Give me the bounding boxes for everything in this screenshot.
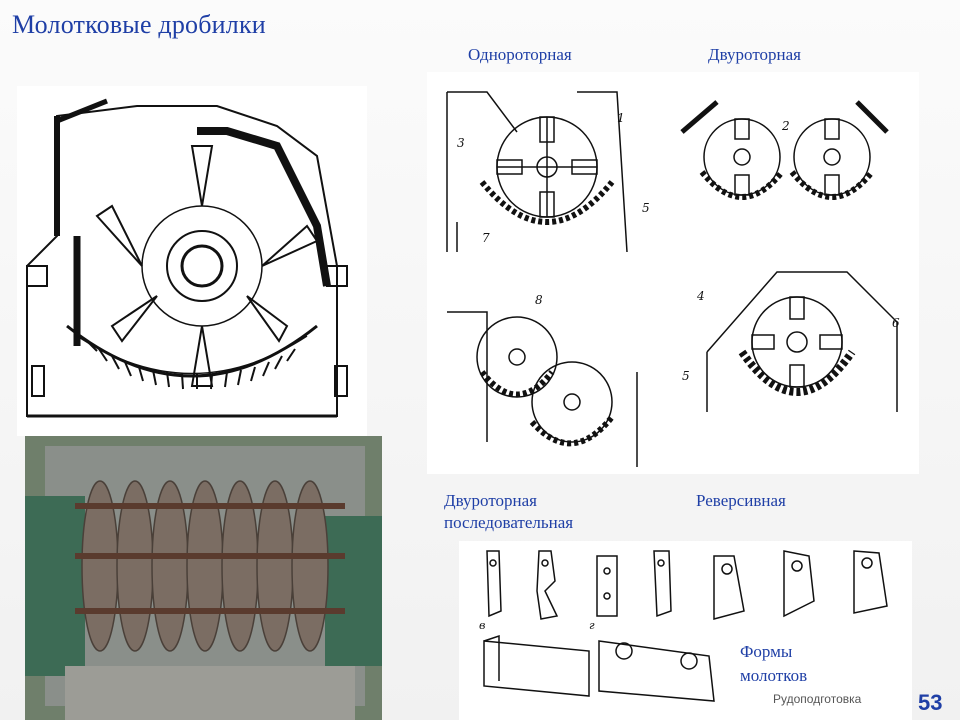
caption-single-rotor: Однороторная (468, 45, 572, 64)
label-reversible-4: 4 (696, 289, 705, 303)
hammer-forms-line2: молотков (740, 666, 808, 685)
caption-reversible: Реверсивная (696, 491, 786, 510)
label-double-2: 2 (781, 119, 790, 133)
hammer-label-v: в (479, 619, 485, 632)
label-single-3: 3 (457, 136, 465, 150)
caption-sequential-line2: последовательная (444, 513, 574, 532)
crusher-photo-svg (25, 436, 382, 720)
crusher-section-svg (26, 98, 348, 418)
hammer-forms-caption: Формы молотков (740, 640, 807, 688)
label-single-5: 5 (642, 201, 650, 215)
label-reversible-6: 6 (892, 316, 900, 330)
hammer-forms-line1: Формы (740, 642, 793, 661)
rotor-diagrams-panel: 1 3 5 7 2 8 4 5 6 (427, 72, 919, 474)
caption-sequential-line1: Двуроторная (444, 491, 537, 510)
caption-double-rotor: Двуроторная (708, 45, 801, 64)
hammer-label-g: г (589, 619, 595, 632)
hammer-forms-panel: в г (459, 541, 912, 720)
label-single-1: 1 (617, 111, 625, 125)
rotor-diagrams-svg: 1 3 5 7 2 8 4 5 6 (446, 91, 900, 467)
slide-footer: Рудоподготовка (773, 692, 862, 706)
crusher-section-drawing (17, 86, 367, 436)
crusher-photo (25, 436, 382, 720)
page-number: 53 (918, 690, 943, 715)
label-single-7: 7 (482, 231, 490, 245)
caption-sequential: Двуроторная последовательная (444, 490, 573, 534)
slide-title: Молотковые дробилки (12, 10, 266, 39)
hammer-forms-svg: в г (479, 550, 888, 702)
label-reversible-5: 5 (682, 369, 690, 383)
label-sequential-8: 8 (535, 293, 543, 307)
